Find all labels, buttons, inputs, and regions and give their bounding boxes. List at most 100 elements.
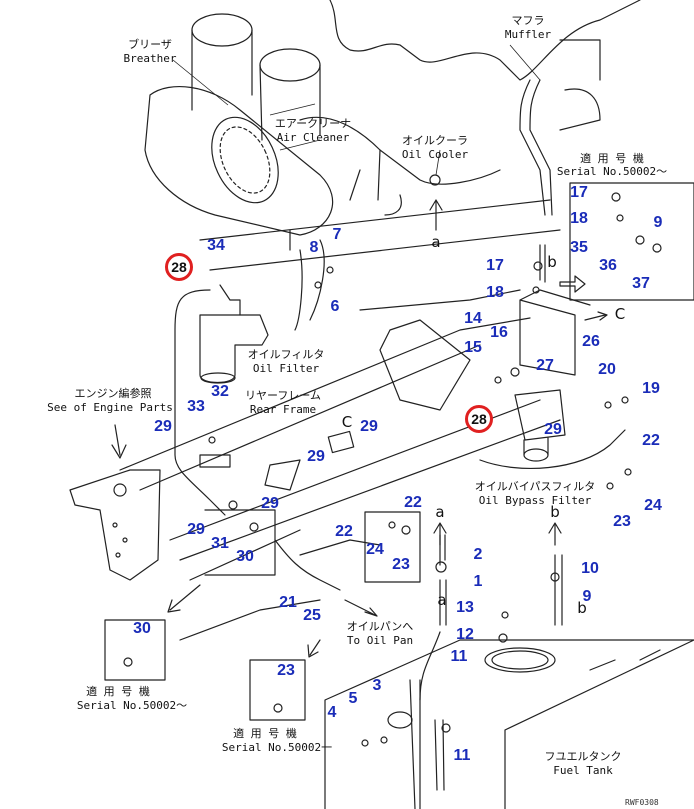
ref-a-oil-cooler: a bbox=[431, 233, 441, 251]
breather-label-en: Breather bbox=[123, 52, 177, 65]
callout-34[interactable]: 34 bbox=[207, 237, 225, 254]
ref-c-right: C bbox=[614, 305, 626, 323]
serial-mid-label-jp: 適 用 号 機 bbox=[233, 727, 297, 740]
callout-30-box[interactable]: 30 bbox=[133, 620, 151, 637]
callout-23-box[interactable]: 23 bbox=[392, 556, 410, 573]
callout-37[interactable]: 37 bbox=[632, 275, 650, 292]
arrow-b-lower bbox=[548, 522, 562, 546]
oil-pan-label-jp: オイルパンへ bbox=[346, 620, 414, 633]
callout-14[interactable]: 14 bbox=[464, 310, 482, 327]
callout-22-mid[interactable]: 22 bbox=[404, 494, 422, 511]
ref-b-top: b bbox=[547, 253, 557, 271]
callout-30[interactable]: 30 bbox=[236, 548, 254, 565]
callout-1[interactable]: 1 bbox=[473, 573, 483, 590]
callout-18[interactable]: 18 bbox=[486, 284, 504, 301]
rear-frame bbox=[119, 317, 561, 581]
ref-a-lower: a bbox=[435, 503, 445, 521]
pipe-a-down bbox=[439, 534, 446, 566]
engine-parts-label-en: See of Engine Parts bbox=[47, 401, 173, 414]
callout-9[interactable]: 9 bbox=[582, 588, 592, 605]
callout-13[interactable]: 13 bbox=[456, 599, 474, 616]
oil-cooler-label-en: Oil Cooler bbox=[401, 148, 469, 161]
callout-12[interactable]: 12 bbox=[456, 626, 474, 643]
callout-11-upper[interactable]: 11 bbox=[450, 648, 468, 665]
bypass-filter-label-jp: オイルバイパスフィルタ bbox=[474, 480, 596, 493]
oil-cooler-label-jp: オイルクーラ bbox=[402, 134, 468, 147]
callout-32[interactable]: 32 bbox=[211, 383, 229, 400]
upper-frame-rail bbox=[199, 199, 561, 271]
callout-24-right[interactable]: 24 bbox=[644, 497, 662, 514]
callout-35[interactable]: 35 bbox=[570, 239, 588, 256]
callout-7[interactable]: 7 bbox=[332, 226, 342, 243]
callout-28-bypass[interactable]: 28 bbox=[465, 405, 493, 433]
serial-mid-label-en: Serial No.50002一 bbox=[221, 741, 333, 754]
callout-22-right[interactable]: 22 bbox=[642, 432, 660, 449]
callout-20[interactable]: 20 bbox=[598, 361, 616, 378]
callout-22-lower[interactable]: 22 bbox=[335, 523, 353, 540]
callout-3[interactable]: 3 bbox=[372, 677, 382, 694]
serial-left-label-jp: 適 用 号 機 bbox=[86, 685, 150, 698]
callout-28-oil-filter[interactable]: 28 bbox=[165, 253, 193, 281]
air-cleaner-label-jp: エアークリーナ bbox=[274, 117, 352, 130]
ref-c-frame: C bbox=[341, 413, 353, 431]
callout-29-left[interactable]: 29 bbox=[154, 418, 172, 435]
callout-4[interactable]: 4 bbox=[327, 704, 337, 721]
serial-box-mid bbox=[249, 659, 306, 721]
bypass-filter bbox=[514, 389, 566, 441]
ref-b-fuel: b bbox=[577, 599, 587, 617]
callout-26[interactable]: 26 bbox=[582, 333, 600, 350]
arrow-a-lower bbox=[433, 522, 447, 546]
oil-filter-label-jp: オイルフィルタ bbox=[247, 348, 325, 361]
muffler-label-jp: マフラ bbox=[511, 14, 545, 27]
ref-b-lower: b bbox=[550, 503, 560, 521]
serial-box-top bbox=[569, 182, 694, 301]
oil-filter-label-en: Oil Filter bbox=[252, 362, 320, 375]
callout-5[interactable]: 5 bbox=[348, 690, 358, 707]
engine-parts-label-jp: エンジン編参照 bbox=[74, 387, 152, 400]
callout-29-center[interactable]: 29 bbox=[307, 448, 325, 465]
callout-23-mid-box[interactable]: 23 bbox=[277, 662, 295, 679]
callout-23-right[interactable]: 23 bbox=[613, 513, 631, 530]
callout-29-bottom[interactable]: 29 bbox=[187, 521, 205, 538]
air-cleaner-body bbox=[144, 85, 333, 236]
callout-11-lower[interactable]: 11 bbox=[453, 747, 471, 764]
callout-31[interactable]: 31 bbox=[211, 535, 229, 552]
callout-29-frame[interactable]: 29 bbox=[360, 418, 378, 435]
callout-9-box[interactable]: 9 bbox=[653, 214, 663, 231]
muffler-label-en: Muffler bbox=[504, 28, 552, 41]
callout-18-box[interactable]: 18 bbox=[570, 210, 588, 227]
callout-27[interactable]: 27 bbox=[536, 357, 554, 374]
arrow-a-oilcooler bbox=[429, 199, 443, 231]
callout-2[interactable]: 2 bbox=[473, 546, 483, 563]
callout-25[interactable]: 25 bbox=[303, 607, 321, 624]
rear-frame-label-en: Rear Frame bbox=[249, 403, 317, 416]
callout-17-box[interactable]: 17 bbox=[570, 184, 588, 201]
callout-36[interactable]: 36 bbox=[599, 257, 617, 274]
callout-8[interactable]: 8 bbox=[309, 239, 319, 256]
callout-15[interactable]: 15 bbox=[464, 339, 482, 356]
oil-pan-label-en: To Oil Pan bbox=[346, 634, 414, 647]
bolt-box-24 bbox=[364, 511, 421, 583]
callout-29-bypass[interactable]: 29 bbox=[544, 421, 562, 438]
callout-19[interactable]: 19 bbox=[642, 380, 660, 397]
air-cleaner-label-en: Air Cleaner bbox=[276, 131, 350, 144]
callout-6[interactable]: 6 bbox=[330, 298, 340, 315]
rear-frame-label-jp: リヤーフレーム bbox=[244, 389, 322, 402]
serial-top-label-en: Serial No.50002～ bbox=[556, 165, 668, 178]
breather-cylinder-1 bbox=[191, 13, 253, 47]
serial-box-left bbox=[104, 619, 166, 681]
oil-hose-left bbox=[174, 289, 226, 516]
bypass-filter-label-en: Oil Bypass Filter bbox=[478, 494, 592, 507]
serial-top-label-jp: 適 用 号 機 bbox=[580, 152, 644, 165]
callout-16[interactable]: 16 bbox=[490, 324, 508, 341]
callout-17[interactable]: 17 bbox=[486, 257, 504, 274]
callout-24-box[interactable]: 24 bbox=[366, 541, 384, 558]
callout-29-lower[interactable]: 29 bbox=[261, 495, 279, 512]
callout-10[interactable]: 10 bbox=[581, 560, 599, 577]
callout-21[interactable]: 21 bbox=[279, 594, 297, 611]
serial-left-label-en: Serial No.50002～ bbox=[76, 699, 188, 712]
fuel-tank bbox=[324, 639, 694, 809]
callout-33[interactable]: 33 bbox=[187, 398, 205, 415]
